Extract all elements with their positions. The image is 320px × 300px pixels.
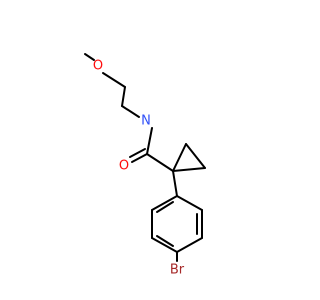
bond-cyclopropane-3 <box>172 167 206 172</box>
bonds <box>84 53 206 262</box>
bond-quaternary-ipso <box>172 170 178 197</box>
bond-ring-inner-2 <box>156 235 174 247</box>
atom-labels: O N O Br <box>93 59 185 278</box>
bond-ring-6 <box>151 195 178 211</box>
bond-carbonyl-o-1 <box>131 153 148 163</box>
bond-carbonyl-quaternary <box>146 153 174 172</box>
bond-ring-1 <box>176 195 203 211</box>
bond-methyl-o <box>84 53 95 61</box>
bond-ch2-ch2 <box>121 86 126 107</box>
atom-bromine: Br <box>170 263 185 278</box>
bond-n-carbonyl <box>146 127 153 155</box>
bond-ch2-n <box>121 105 140 118</box>
bond-cyclopropane-1 <box>172 143 187 172</box>
atom-oxygen-methoxy: O <box>93 59 103 74</box>
bond-cyclopropane-2 <box>185 143 206 169</box>
bond-carbonyl-o-2 <box>129 148 146 158</box>
molecule-structure: O N O Br <box>84 53 206 278</box>
structure-canvas: O N O Br <box>84 53 206 278</box>
atom-oxygen-carbonyl: O <box>119 159 129 174</box>
bond-ring-4 <box>151 237 178 253</box>
bond-o-ch2 <box>102 72 126 88</box>
bond-ring-inner-3 <box>156 201 174 213</box>
atom-nitrogen-amide: N <box>141 114 151 129</box>
bond-ring-3 <box>176 237 203 253</box>
